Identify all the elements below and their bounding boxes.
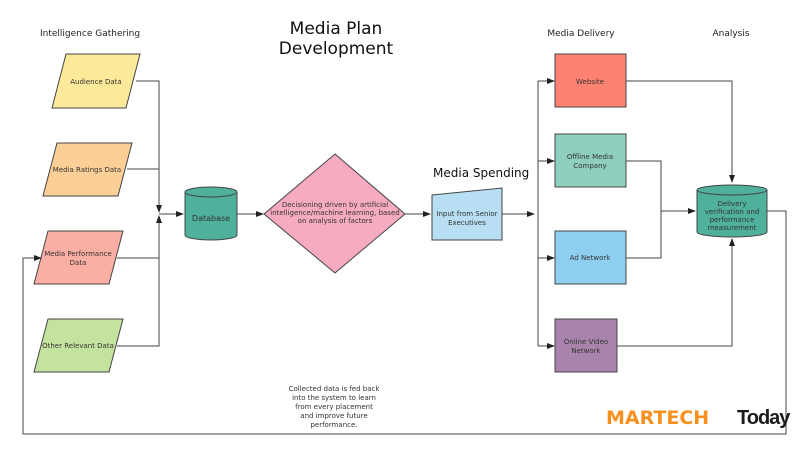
channel-online-video-network[interactable]: Online Video Network [554,318,618,373]
analysis-label: Delivery [717,200,746,208]
analysis-label: measurement [708,224,757,232]
input-label: Media Performance [44,250,112,258]
spending-label: Executives [448,219,486,227]
input-shape [33,318,124,373]
input-shape [51,53,141,109]
database-cylinder[interactable]: Database [184,186,238,241]
spending-label: Input from Senior [436,210,497,218]
header-analysis: Analysis [712,29,749,39]
header-intelligence-gathering: Intelligence Gathering [40,29,140,39]
analysis-cylinder[interactable]: Delivery verification and performance me… [696,184,768,238]
database-label: Database [192,214,230,223]
header-media-spending: Media Spending [433,166,529,180]
channel-label: Ad Network [570,254,612,262]
svg-text:into the system to learn: into the system to learn [292,394,376,402]
input-senior-executives[interactable]: Input from Senior Executives [431,187,503,241]
decision-label: Decisioning driven by artificial [282,201,388,209]
channel-label: Company [573,162,606,170]
decision-diamond[interactable]: Decisioning driven by artificial intelli… [263,153,406,274]
channel-ad-network[interactable]: Ad Network [554,230,627,285]
input-label: Other Relevant Data [42,342,114,350]
input-connectors [117,80,184,347]
svg-text:Collected data is fed back: Collected data is fed back [289,385,381,393]
input-shape [42,142,133,197]
logo-today: Today [737,407,791,429]
input-media-performance-data[interactable]: Media Performance Data [33,230,124,285]
analysis-connectors [617,80,735,347]
header-media-delivery: Media Delivery [547,29,615,39]
svg-text:performance.: performance. [310,421,357,429]
martech-today-logo: MARTECH Today [606,407,792,429]
channel-label: Network [571,347,601,355]
channel-label: Online Video [564,338,608,346]
delivery-connectors [502,78,555,349]
input-shape [33,230,124,285]
input-audience-data[interactable]: Audience Data [51,53,141,109]
input-media-ratings-data[interactable]: Media Ratings Data [42,142,133,197]
title-line1: Media Plan [290,19,383,39]
decision-label: intelligence/machine learning, based [270,209,399,217]
analysis-label: performance [710,216,755,224]
analysis-label: verification and [705,208,760,216]
logo-martech: MARTECH [606,407,709,429]
input-label: Data [70,259,87,267]
channel-label: Offline Media [567,153,613,161]
decision-label: on analysis of factors [298,217,373,225]
channel-offline-media-company[interactable]: Offline Media Company [554,133,627,188]
input-label: Audience Data [70,78,121,86]
channel-website[interactable]: Website [554,53,627,108]
input-other-relevant-data[interactable]: Other Relevant Data [33,318,124,373]
feedback-loop-connector [22,210,787,435]
svg-text:from every placement: from every placement [295,403,373,411]
svg-text:and improve future: and improve future [300,412,367,420]
input-label: Media Ratings Data [53,166,121,174]
title-line2: Development [279,39,394,59]
feedback-note: Collected data is fed back into the syst… [289,385,381,429]
channel-label: Website [576,78,604,86]
